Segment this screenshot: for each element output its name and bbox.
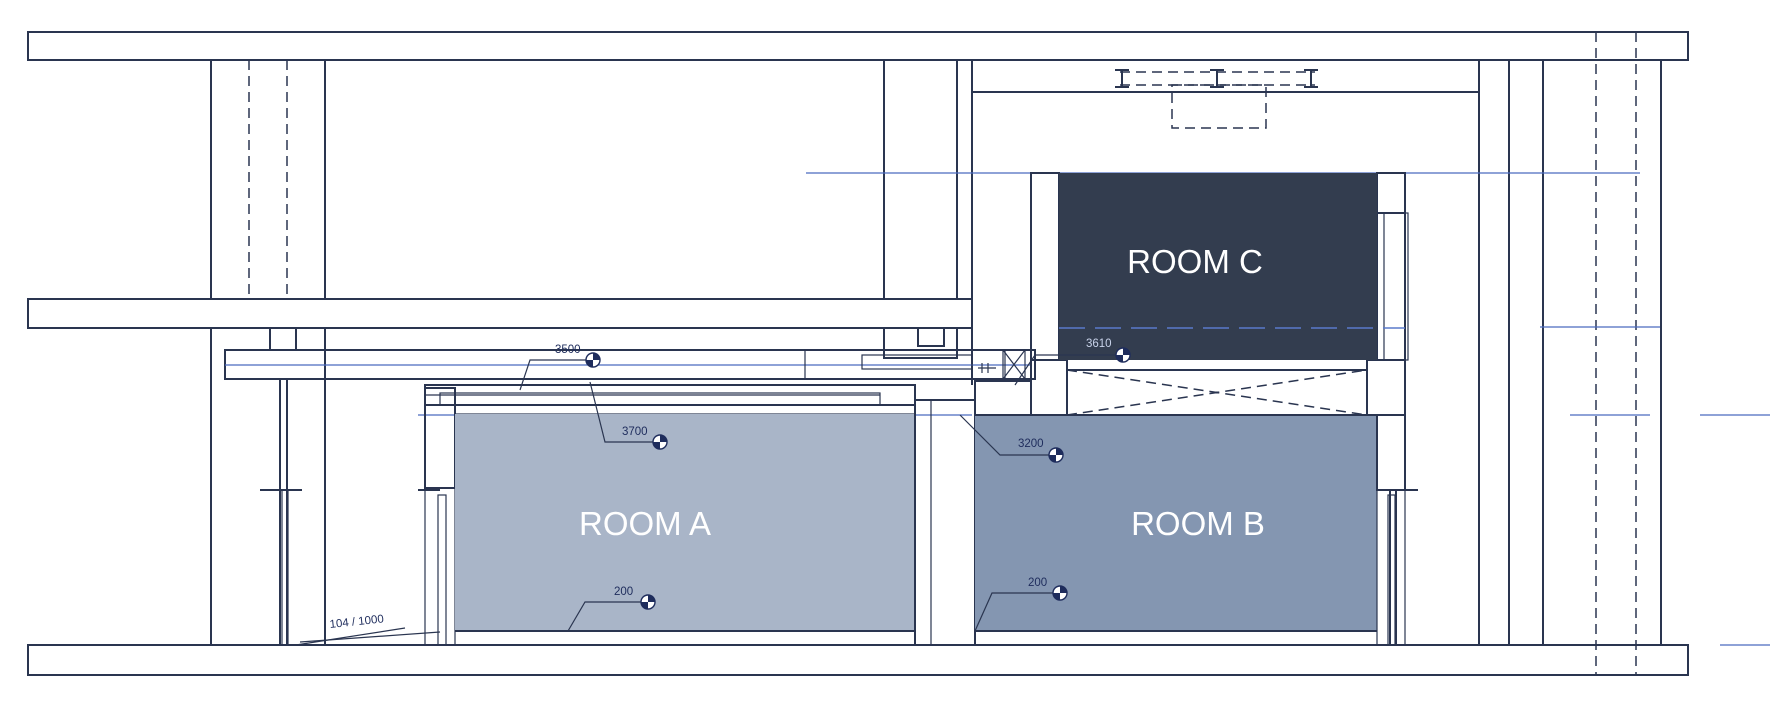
upper-frame (972, 69, 1479, 129)
concrete-column-left (210, 59, 326, 646)
level-text-ceiling-a: 3500 (555, 344, 581, 356)
room-c-label: ROOM C (1127, 243, 1263, 280)
level-marker-room-a-height: 3700 (589, 381, 668, 450)
level-marker-room-c: 3610 (1014, 338, 1131, 386)
floor-slab (27, 644, 1689, 676)
steel-post (1478, 59, 1510, 646)
intermediate-slab (27, 298, 973, 329)
room-a (455, 414, 915, 631)
room-c (1059, 173, 1377, 360)
concrete-column-right (1542, 32, 1662, 675)
level-marker-floor-a: 200 (567, 586, 656, 632)
level-text-room-a-height: 3700 (622, 426, 648, 438)
room-b (975, 415, 1377, 631)
room-a-label: ROOM A (579, 505, 711, 542)
room-b-ceiling-box (974, 359, 1406, 416)
support-rods (260, 327, 1416, 646)
level-marker-room-b-height: 3200 (959, 414, 1064, 463)
duct-beam (224, 349, 1036, 380)
partition-wall (914, 399, 976, 646)
level-marker-floor-b: 200 (974, 577, 1068, 632)
room-b-walls (1376, 414, 1418, 646)
slope-annotation: 104 / 1000 (295, 613, 441, 646)
level-text-room-c: 3610 (1086, 338, 1112, 350)
level-marker-ceiling-a: 3500 (519, 344, 601, 391)
level-text-room-b-height: 3200 (1018, 438, 1044, 450)
slope-text: 104 / 1000 (329, 613, 384, 631)
level-text-floor-a: 200 (614, 586, 633, 598)
level-text-floor-b: 200 (1028, 577, 1047, 589)
concrete-column-middle (883, 59, 973, 385)
roof-slab (27, 31, 1689, 61)
room-b-label: ROOM B (1131, 505, 1265, 542)
